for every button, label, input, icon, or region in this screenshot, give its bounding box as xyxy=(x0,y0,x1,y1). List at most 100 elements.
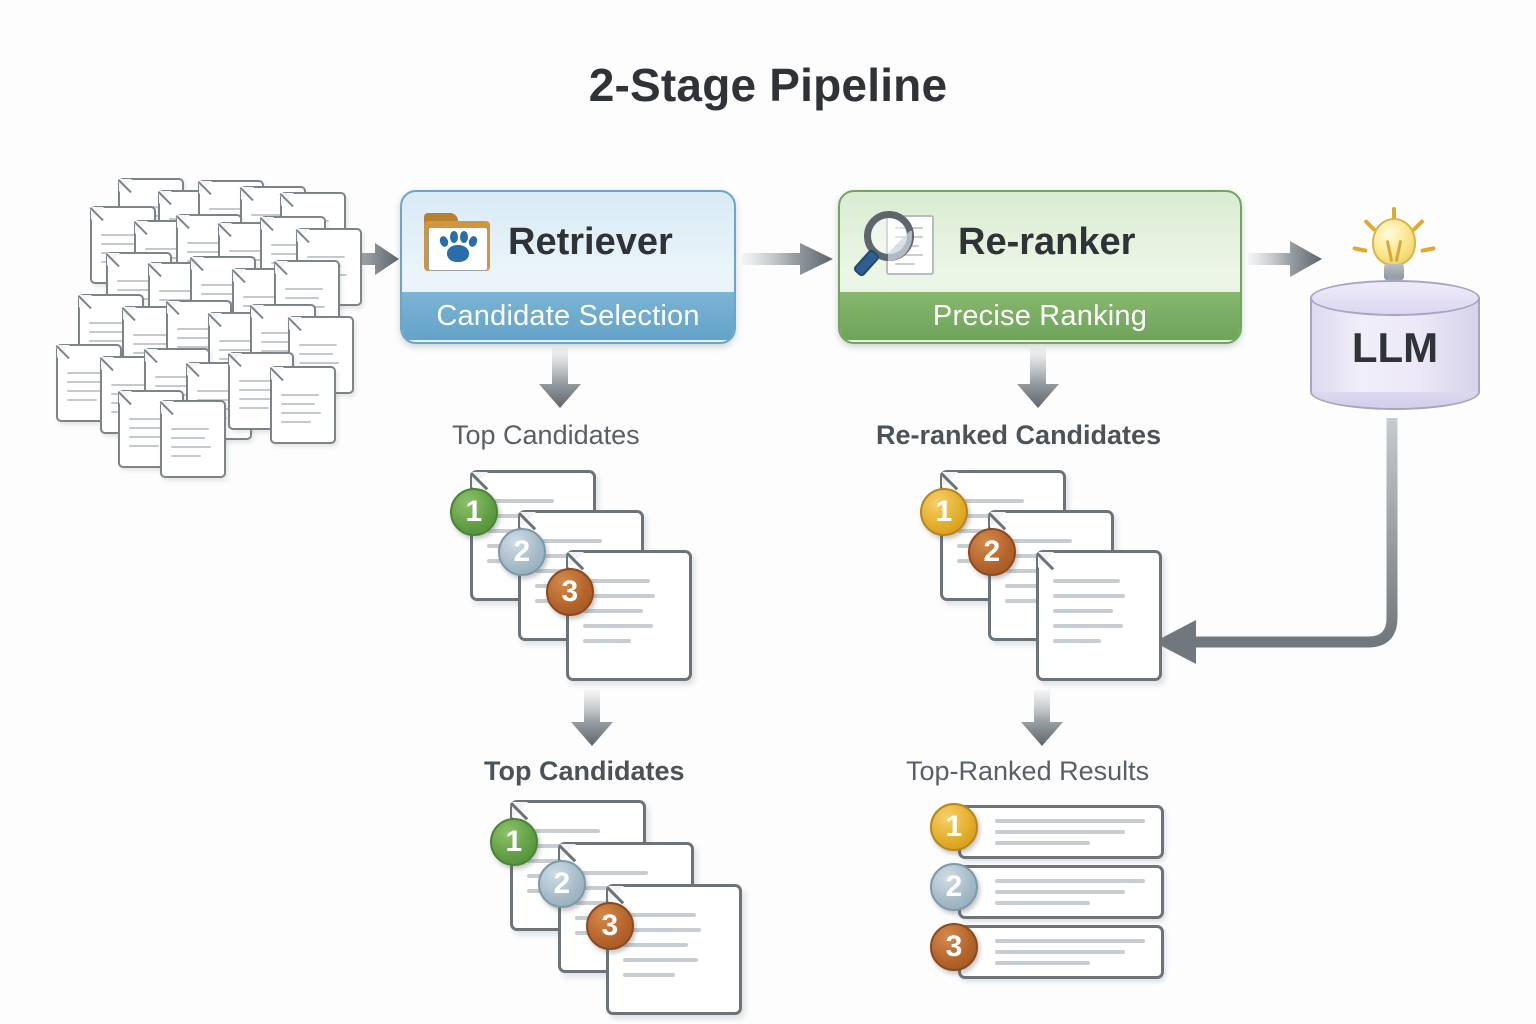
doc-text-line xyxy=(111,384,149,386)
doc-text-line xyxy=(1053,639,1101,643)
doc-text-line xyxy=(995,841,1090,845)
doc-text-line xyxy=(129,427,163,429)
page-fold-icon xyxy=(209,313,222,326)
doc-text-line xyxy=(285,288,323,290)
page-fold-icon xyxy=(560,844,576,860)
doc-text-line xyxy=(129,418,167,420)
label-top-ranked-results: Top-Ranked Results xyxy=(906,756,1150,786)
doc-text-line xyxy=(995,819,1145,823)
label-top-candidates-upper: Top Candidates xyxy=(452,420,640,450)
candidate-document[interactable] xyxy=(1036,550,1162,681)
doc-text-line xyxy=(67,390,107,392)
rank-badge-1: 1 xyxy=(930,803,978,851)
doc-text-line xyxy=(583,579,650,583)
doc-text-line xyxy=(583,609,643,613)
lightbulb-icon xyxy=(1352,202,1436,294)
doc-text-line xyxy=(155,385,189,387)
stage-retriever[interactable]: Retriever Candidate Selection xyxy=(400,190,736,344)
doc-text-line xyxy=(171,455,201,457)
arrow-re-ranked-down xyxy=(1021,690,1063,746)
doc-text-line xyxy=(133,334,171,336)
doc-text-line xyxy=(1053,609,1113,613)
doc-text-line xyxy=(243,296,281,298)
folder-paw-icon xyxy=(424,213,490,271)
result-row[interactable] xyxy=(958,925,1164,979)
doc-text-line xyxy=(583,594,655,598)
candidate-document[interactable] xyxy=(566,550,692,681)
doc-text-line xyxy=(623,943,688,947)
doc-text-line xyxy=(67,372,105,374)
rank-badge-2: 2 xyxy=(497,527,546,576)
page-fold-icon xyxy=(990,512,1006,528)
stage-reranker[interactable]: Re-ranker Precise Ranking xyxy=(838,190,1242,344)
doc-text-line xyxy=(281,403,315,405)
doc-text-line xyxy=(171,446,211,448)
doc-text-line xyxy=(1053,594,1125,598)
rank-badge-1: 1 xyxy=(449,487,498,536)
doc-text-line xyxy=(219,340,257,342)
result-row[interactable] xyxy=(958,865,1164,919)
doc-text-line xyxy=(1053,624,1123,628)
doc-text-line xyxy=(89,340,129,342)
doc-text-line xyxy=(261,341,295,343)
doc-text-line xyxy=(285,297,319,299)
doc-text-line xyxy=(307,256,345,258)
page-title: 2-Stage Pipeline xyxy=(588,59,948,111)
page-fold-icon xyxy=(119,179,132,192)
doc-text-line xyxy=(219,349,253,351)
page-fold-icon xyxy=(135,221,148,234)
page-fold-icon xyxy=(241,187,254,200)
stage-retriever-label: Retriever xyxy=(508,220,673,263)
page-fold-icon xyxy=(942,472,958,488)
page-fold-icon xyxy=(275,261,288,274)
page-fold-icon xyxy=(219,223,232,236)
page-fold-icon xyxy=(57,345,70,358)
page-fold-icon xyxy=(161,401,174,414)
arrow-retriever-down xyxy=(539,348,581,408)
doc-text-line xyxy=(1053,579,1120,583)
doc-text-line xyxy=(623,913,696,917)
magnifier-document-icon xyxy=(852,209,940,278)
doc-text-line xyxy=(299,344,337,346)
arrow-top-candidates-down xyxy=(571,690,613,746)
doc-text-line xyxy=(271,244,309,246)
doc-text-line xyxy=(299,362,339,364)
page-fold-icon xyxy=(199,181,212,194)
doc-text-line xyxy=(535,539,602,543)
page-fold-icon xyxy=(233,269,246,282)
candidate-document[interactable] xyxy=(606,884,742,1015)
result-row[interactable] xyxy=(958,805,1164,859)
doc-text-line xyxy=(995,950,1125,954)
page-fold-icon xyxy=(79,295,92,308)
doc-text-line xyxy=(957,499,1024,503)
llm-node[interactable]: LLM xyxy=(1300,202,1490,422)
doc-text-line xyxy=(155,376,193,378)
page-fold-icon xyxy=(568,552,584,568)
doc-text-line xyxy=(1005,599,1053,603)
page-fold-icon xyxy=(261,217,274,230)
doc-text-line xyxy=(261,332,299,334)
rank-badge-2: 2 xyxy=(537,859,586,908)
page-fold-icon xyxy=(271,367,284,380)
page-fold-icon xyxy=(281,193,294,206)
arrow-retriever-to-reranker xyxy=(742,243,833,275)
doc-text-line xyxy=(281,421,311,423)
doc-text-line xyxy=(995,939,1145,943)
doc-text-line xyxy=(67,381,101,383)
doc-text-line xyxy=(229,250,267,252)
doc-text-line xyxy=(583,639,631,643)
doc-text-line xyxy=(239,389,273,391)
page-fold-icon xyxy=(145,349,158,362)
rank-badge-1: 1 xyxy=(489,817,538,866)
doc-text-line xyxy=(145,248,183,250)
label-top-candidates-lower: Top Candidates xyxy=(484,756,685,786)
doc-text-line xyxy=(487,499,554,503)
doc-text-line xyxy=(239,398,279,400)
doc-text-line xyxy=(177,328,215,330)
page-fold-icon xyxy=(187,363,200,376)
llm-label: LLM xyxy=(1351,324,1439,371)
corpus-document xyxy=(270,366,336,444)
